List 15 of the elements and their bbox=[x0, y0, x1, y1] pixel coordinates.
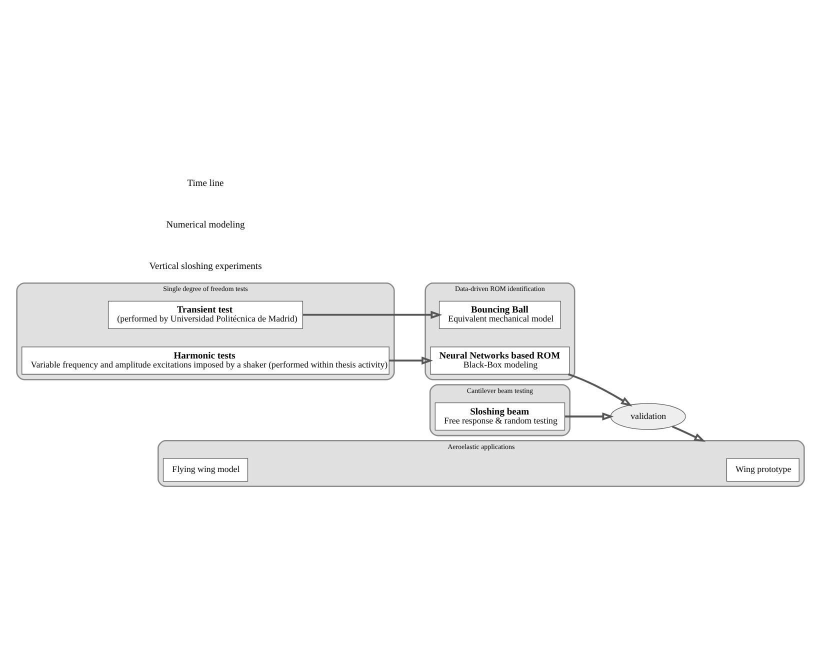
node-box: Bouncing Ball Equivalent mechanical model bbox=[438, 300, 561, 329]
node-ellipse: validation bbox=[610, 403, 686, 430]
arrow bbox=[568, 373, 632, 406]
node-box: Harmonic tests Variable frequency and amplitude excitations imposed by a shaker (performed within thesis activity) bbox=[22, 346, 390, 375]
node-box: Neural Networks based ROM Black-Box modeling bbox=[430, 346, 570, 375]
node-box: Flying wing model bbox=[162, 458, 248, 482]
label: Time line bbox=[187, 179, 224, 190]
arrow bbox=[564, 412, 614, 420]
node-box: Wing prototype bbox=[726, 458, 800, 482]
label: Vertical sloshing experiments bbox=[149, 262, 262, 272]
node-box: Transient test (performed by Universidad Politécnica de Madrid) bbox=[108, 300, 304, 329]
node-box: Sloshing beam Free response & random testing bbox=[434, 402, 566, 430]
arrow bbox=[302, 310, 442, 319]
arrow bbox=[389, 356, 434, 365]
label: Numerical modeling bbox=[166, 220, 245, 230]
